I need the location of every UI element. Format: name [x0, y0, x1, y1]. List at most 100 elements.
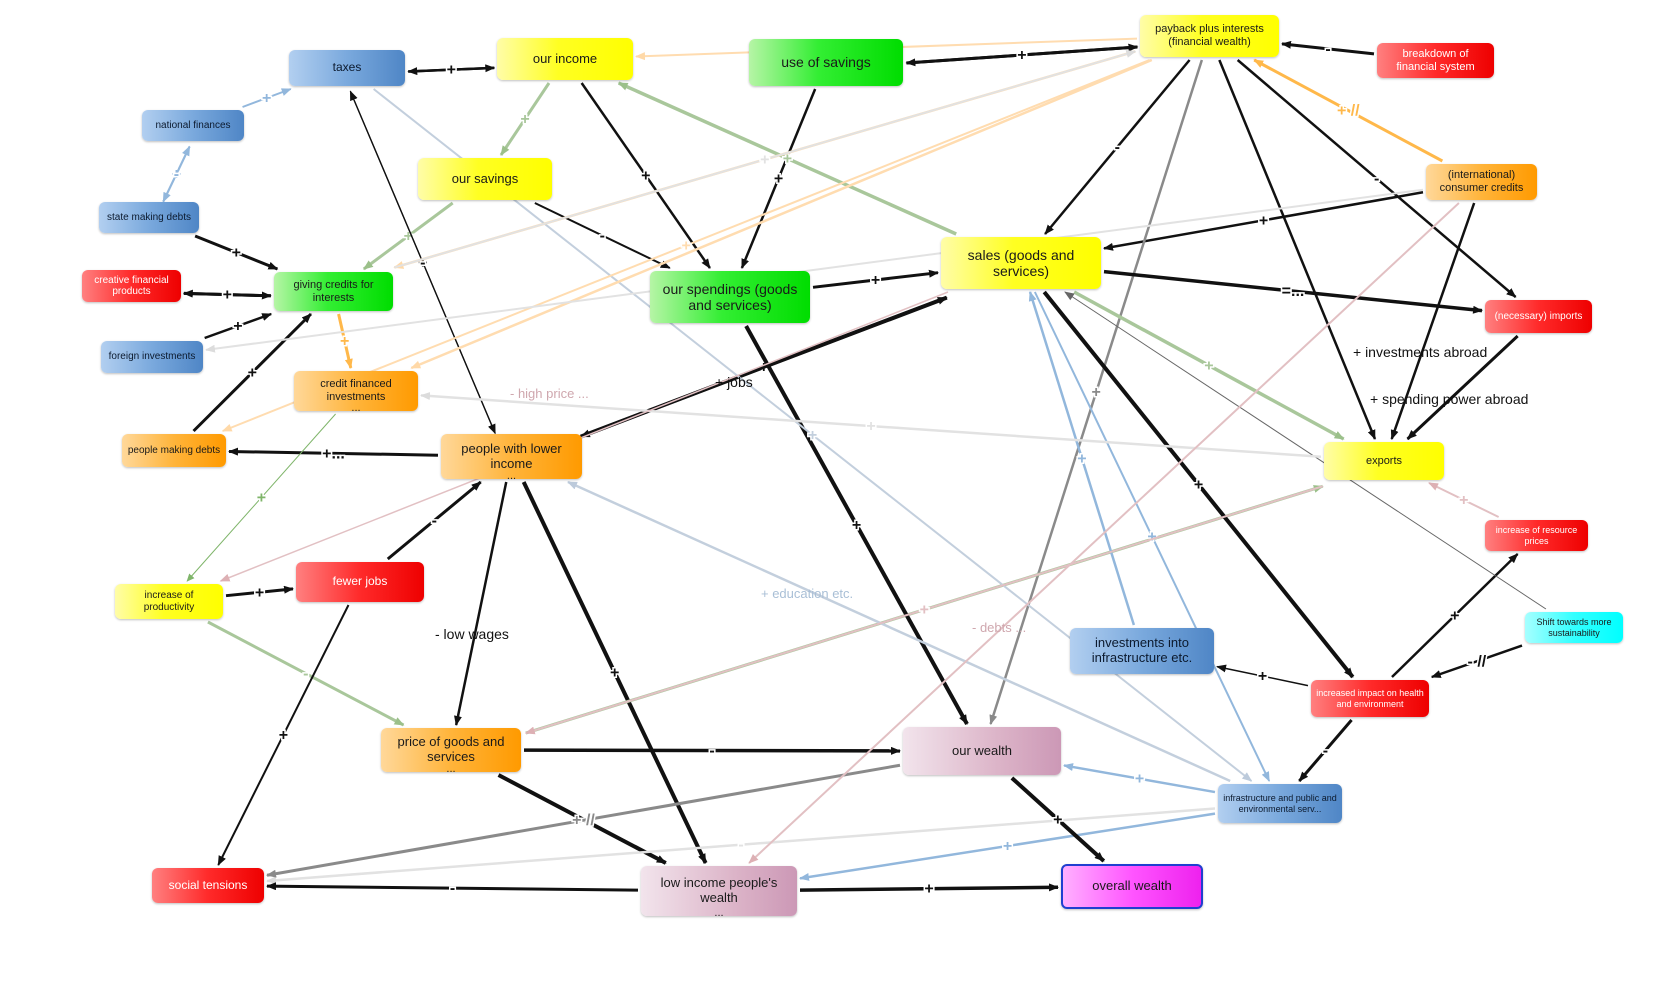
node-infrastructure-public-environmental-services[interactable]: infrastructure and public and environmen…	[1218, 784, 1342, 823]
edge-sign: +	[1135, 771, 1144, 788]
node-foreign-investments[interactable]: foreign investments	[101, 341, 203, 373]
edge-intl-consumer-credits-to-sales	[1103, 191, 1424, 251]
edge-sign: -	[600, 228, 605, 245]
edge-sign: -	[303, 666, 308, 683]
node-label: our spendings (goods and services)	[662, 280, 798, 313]
node-sales-goods-services[interactable]: sales (goods and services)	[941, 237, 1101, 289]
node-label: increased impact on health and environme…	[1316, 688, 1424, 709]
edge-sign: +	[257, 490, 266, 507]
edge-sign: +	[760, 151, 769, 168]
edge-our-spendings-to-our-wealth	[744, 325, 969, 725]
edge-sign: +	[1194, 477, 1203, 494]
node-necessary-imports[interactable]: (necessary) imports	[1485, 300, 1592, 333]
node-label: low income people's wealth	[660, 875, 778, 905]
node-our-wealth[interactable]: our wealth	[903, 727, 1061, 775]
node-label: credit financed investments	[320, 378, 392, 403]
edge-sign: +	[641, 168, 650, 185]
edge-sign: +	[920, 602, 929, 619]
node-label: state making debts	[107, 211, 191, 223]
node-increase-of-productivity[interactable]: increase of productivity	[115, 584, 223, 619]
edge-increased-impact-to-resource-prices	[1391, 553, 1519, 678]
edge-sign: +	[1258, 668, 1267, 685]
edge-increased-impact-to-investments-infra	[1216, 664, 1309, 687]
node-label: giving credits for interests	[293, 278, 374, 304]
node-international-consumer-credits[interactable]: (international) consumer credits	[1426, 164, 1537, 200]
node-label: payback plus interests (financial wealth…	[1155, 23, 1264, 48]
edge-giving-credits-to-payback	[394, 50, 1137, 269]
edge-sign: +	[1003, 838, 1012, 855]
edge-payback-to-credit-financed	[410, 58, 1153, 370]
label-investments-abroad: + investments abroad	[1353, 344, 1488, 360]
node-price-of-goods-and-services[interactable]: price of goods and services...	[381, 728, 521, 775]
node-label: taxes	[332, 60, 362, 75]
node-people-making-debts[interactable]: people making debts	[122, 434, 226, 467]
label-spending-power-abroad: + spending power abroad	[1370, 391, 1529, 407]
edge-sign: +	[223, 287, 232, 304]
edge-people-making-debts-to-giving-credits	[192, 312, 312, 433]
label-jobs: + jobs	[715, 374, 753, 390]
edge-exports-to-credit-financed	[420, 392, 1322, 458]
node-label: (necessary) imports	[1494, 310, 1583, 322]
edge-imports-to-exports	[1406, 334, 1519, 441]
edge-sign: +	[1053, 812, 1062, 829]
edge-intl-consumer-credits-to-exports	[1390, 202, 1476, 440]
edge-sign: +	[1092, 384, 1101, 401]
edge-our-savings-to-our-spendings	[534, 202, 671, 269]
edge-sales-to-increase-productivity	[219, 291, 949, 582]
node-our-income[interactable]: our income	[497, 38, 633, 80]
node-national-finances[interactable]: national finances	[142, 110, 244, 141]
node-credit-financed-investments[interactable]: credit financed investments...	[294, 371, 418, 414]
node-breakdown-financial-system[interactable]: breakdown of financial system	[1377, 43, 1494, 78]
label-low-wages: - low wages	[435, 626, 509, 642]
edge-sign: +	[1204, 358, 1213, 375]
edge-credit-financed-to-increase-productivity	[186, 413, 336, 582]
node-shift-towards-more-sustainability[interactable]: Shift towards more sustainability	[1525, 612, 1623, 643]
node-low-income-peoples-wealth[interactable]: low income people's wealth...	[641, 866, 797, 919]
node-people-with-lower-income[interactable]: people with lower income...	[441, 434, 582, 482]
edge-breakdown-to-payback	[1281, 40, 1375, 56]
edge-giving-credits-to-creative-financial	[182, 289, 271, 298]
edge-sign: + //	[1337, 103, 1360, 120]
node-our-savings[interactable]: our savings	[418, 158, 552, 200]
edge-infra-public-to-people-lower-income	[567, 480, 1231, 783]
edge-resource-prices-to-exports	[1428, 482, 1500, 518]
edge-sign: +	[1459, 492, 1468, 509]
edge-payback-to-people-making-debts	[221, 59, 1150, 432]
edge-sign: -	[450, 880, 455, 897]
node-fewer-jobs[interactable]: fewer jobs	[296, 562, 424, 602]
node-use-of-savings[interactable]: use of savings	[749, 39, 903, 86]
node-increased-impact-health-environment[interactable]: increased impact on health and environme…	[1311, 680, 1429, 717]
node-label: overall wealth	[1092, 878, 1172, 894]
node-overall-wealth[interactable]: overall wealth	[1061, 864, 1203, 909]
node-investments-into-infrastructure[interactable]: investments into infrastructure etc.	[1070, 628, 1214, 674]
node-our-spendings[interactable]: our spendings (goods and services)	[650, 271, 810, 323]
edge-sign: +	[233, 318, 242, 335]
edge-increase-productivity-to-price-goods	[207, 620, 405, 727]
more-indicator: ...	[714, 907, 724, 919]
node-label: exports	[1365, 454, 1403, 467]
edge-sign: +	[255, 584, 264, 601]
edge-payback-to-use-of-savings	[905, 45, 1138, 67]
node-increase-of-resource-prices[interactable]: increase of resource prices	[1485, 520, 1588, 551]
edge-people-lower-income-to-price-goods	[454, 481, 508, 726]
edge-intl-consumer-credits-to-payback	[1253, 58, 1444, 163]
edge-sign: + //	[572, 812, 595, 829]
node-social-tensions[interactable]: social tensions	[152, 868, 264, 903]
node-state-making-debts[interactable]: state making debts	[99, 202, 199, 233]
node-exports[interactable]: exports	[1324, 442, 1444, 480]
edge-sales-to-exports	[1073, 290, 1345, 441]
edge-low-income-wealth-to-overall-wealth	[799, 883, 1059, 892]
edge-sign: -	[420, 254, 425, 271]
node-payback-plus-interests[interactable]: payback plus interests (financial wealth…	[1140, 15, 1279, 57]
more-indicator: ...	[351, 402, 361, 414]
edge-sign: -	[709, 742, 714, 759]
edge-price-goods-to-our-wealth	[523, 746, 901, 755]
edge-sign: +	[1259, 212, 1268, 229]
node-creative-financial-products[interactable]: creative financial products	[82, 270, 181, 302]
edge-sign: +	[871, 272, 880, 289]
node-taxes[interactable]: taxes	[289, 50, 405, 86]
edge-sign: -	[174, 166, 179, 183]
node-giving-credits-for-interests[interactable]: giving credits for interests	[274, 272, 393, 311]
node-label: Shift towards more sustainability	[1536, 617, 1612, 638]
edge-payback-to-sales	[1044, 59, 1191, 235]
